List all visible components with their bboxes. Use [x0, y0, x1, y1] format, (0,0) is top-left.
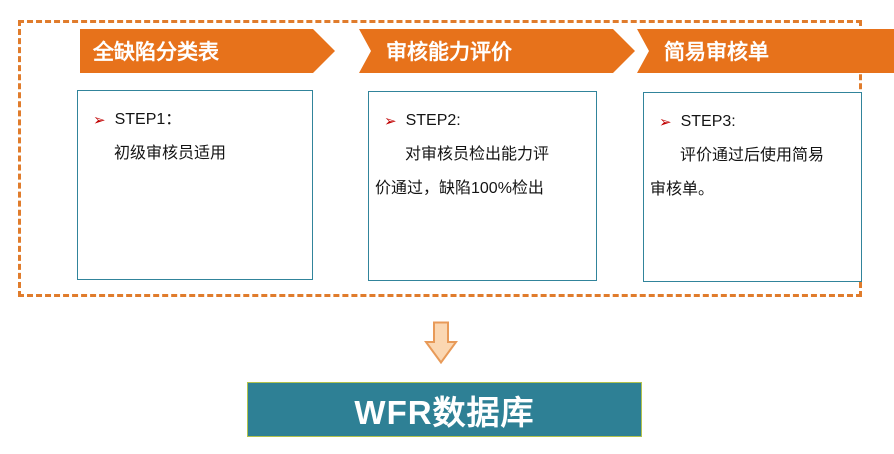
header-arrow-full-defect-table: 全缺陷分类表 [80, 29, 335, 73]
header-arrow-audit-capability: 审核能力评价 [359, 29, 635, 73]
arrowhead-bullet-icon: ➢ [384, 111, 397, 130]
step1-title-line: ➢ STEP1： [93, 103, 306, 137]
step2-text-line: 对审核员检出能力评 [405, 146, 550, 163]
step3-text-line-2: 审核单。 [650, 181, 715, 198]
arrowhead-bullet-icon: ➢ [659, 112, 672, 131]
header-label: 全缺陷分类表 [93, 41, 219, 64]
step1-text-line: 初级审核员适用 [114, 145, 227, 162]
step2-title-line: ➢ STEP2: [384, 104, 590, 138]
banner-label: WFR数据库 [354, 393, 535, 431]
step2-text-line-2: 价通过，缺陷100%检出 [375, 180, 544, 197]
header-arrow-simple-checklist: 简易审核单 [637, 29, 894, 73]
header-label: 审核能力评价 [386, 41, 512, 64]
wfr-database-banner: WFR数据库 [247, 382, 642, 437]
step1-box: ➢ STEP1： 初级审核员适用 [77, 90, 313, 280]
down-arrow-icon [424, 321, 458, 364]
step2-label: STEP2: [405, 112, 461, 129]
header-label: 简易审核单 [664, 41, 769, 64]
step3-text-line: 评价通过后使用简易 [680, 147, 825, 164]
step3-title-line: ➢ STEP3: [659, 105, 855, 139]
step1-label: STEP1： [114, 111, 182, 128]
step2-box: ➢ STEP2: 对审核员检出能力评 价通过，缺陷100%检出 [368, 91, 597, 281]
step3-label: STEP3: [680, 113, 736, 130]
arrowhead-bullet-icon: ➢ [93, 110, 106, 129]
step3-box: ➢ STEP3: 评价通过后使用简易 审核单。 [643, 92, 862, 282]
